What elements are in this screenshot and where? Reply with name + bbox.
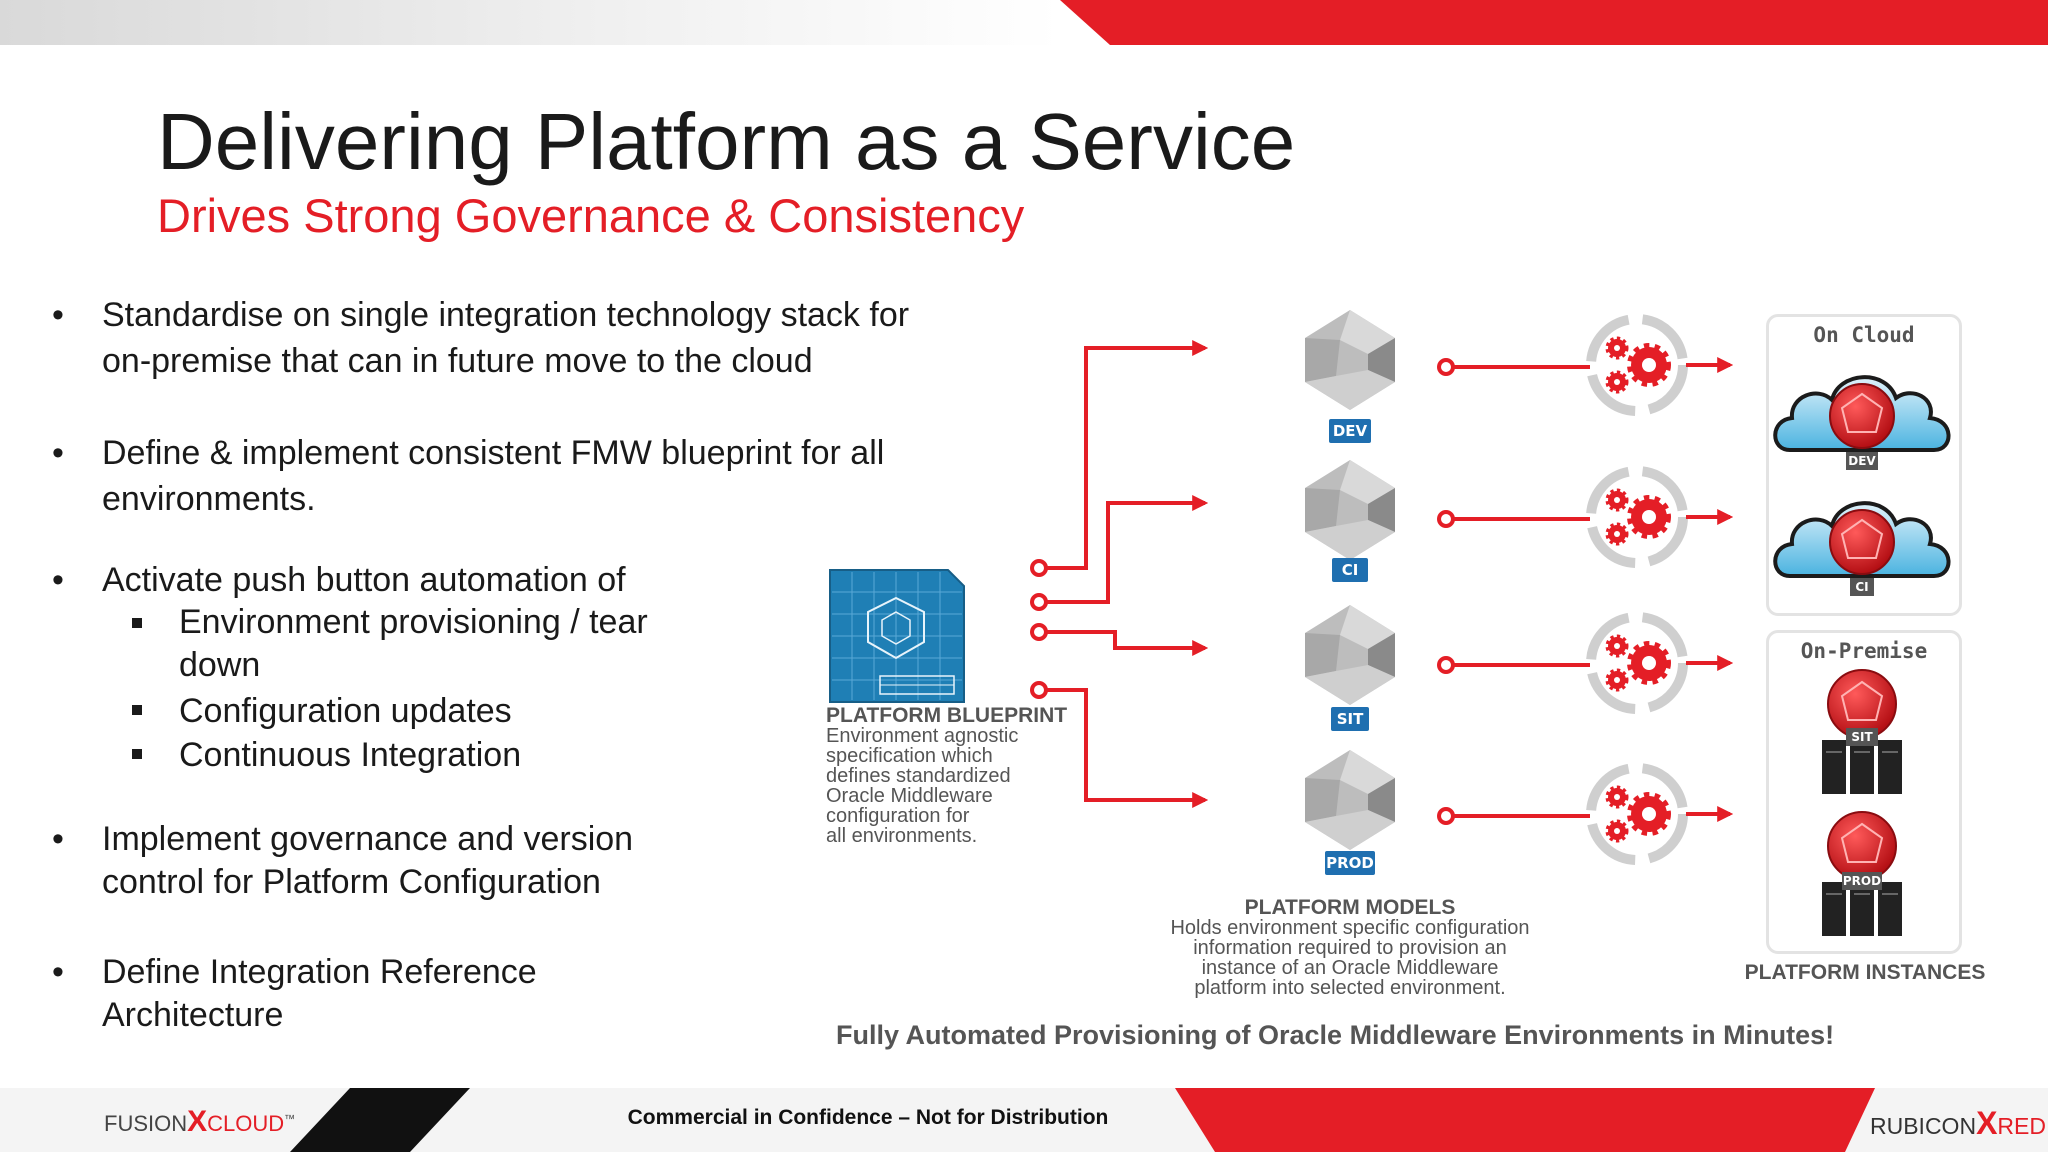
automation-gear-icons — [1586, 314, 1688, 865]
blueprint-caption: PLATFORM BLUEPRINT Environment agnostic … — [826, 704, 1086, 847]
blueprint-line: Oracle Middleware — [826, 785, 993, 807]
blueprint-heading: PLATFORM BLUEPRINT — [826, 704, 1068, 727]
slide-subtitle: Drives Strong Governance & Consistency — [157, 189, 1025, 242]
top-banner — [0, 0, 2048, 45]
top-banner-red — [1060, 0, 2048, 45]
model-to-gear-connectors — [1453, 365, 1590, 818]
sub-bullet-marker — [132, 749, 142, 759]
bullet-marker: • — [52, 820, 64, 858]
blueprint-connectors — [1045, 340, 1209, 808]
rubicon-red-logo: RUBICONXRED — [1870, 1105, 2046, 1142]
sub-bullet-text: Environment provisioning / tear down — [179, 601, 648, 687]
bullet-text: Implement governance and version control… — [102, 818, 633, 904]
bullet-marker: • — [52, 953, 64, 991]
logo-x: X — [187, 1105, 208, 1138]
diagram-tagline: Fully Automated Provisioning of Oracle M… — [836, 1020, 1835, 1050]
bullet-marker: • — [52, 561, 64, 599]
logo-x: X — [1976, 1105, 1998, 1141]
fusion-cloud-logo: FUSIONXCLOUD™ — [104, 1105, 295, 1139]
logo-text: RUBICON — [1870, 1113, 1977, 1139]
bullet-marker: • — [52, 296, 64, 334]
instance-tag-sit: SIT — [1846, 728, 1878, 746]
slide-title: Delivering Platform as a Service — [157, 97, 1296, 186]
blueprint-line: configuration for — [826, 805, 970, 827]
models-line: instance of an Oracle Middleware — [1201, 957, 1499, 979]
logo-trademark: ™ — [284, 1113, 296, 1126]
bullet-line: Architecture — [102, 996, 284, 1034]
top-banner-grey — [0, 0, 1060, 45]
blueprint-line: Environment agnostic — [826, 725, 1019, 747]
footer-red-stripe — [1175, 1088, 1875, 1152]
model-tag-dev: DEV — [1329, 419, 1371, 443]
bullet-line: Define Integration Reference — [102, 953, 537, 991]
model-tag-prod: PROD — [1325, 851, 1375, 875]
bullet-line: Standardise on single integration techno… — [102, 296, 910, 334]
instance-tag-dev: DEV — [1846, 452, 1878, 470]
models-line: information required to provision an — [1193, 937, 1507, 959]
blueprint-line: specification which — [826, 745, 993, 767]
models-heading: PLATFORM MODELS — [1244, 896, 1456, 919]
gear-to-instance-arrows — [1686, 357, 1734, 822]
logo-text: CLOUD — [207, 1111, 285, 1136]
on-premise-title: On-Premise — [1800, 639, 1928, 663]
bullet-text: Activate push button automation of — [102, 561, 626, 599]
bullet-line: down — [179, 646, 261, 684]
bullet-text: Define & implement consistent FMW bluepr… — [102, 430, 884, 522]
bullet-line: control for Platform Configuration — [102, 863, 601, 901]
sub-bullet-text: Continuous Integration — [179, 736, 522, 774]
instance-tag-ci: CI — [1850, 578, 1874, 596]
bullet-line: environments. — [102, 480, 316, 518]
model-tag-sit: SIT — [1331, 707, 1369, 731]
bullet-line: on-premise that can in future move to th… — [102, 342, 813, 380]
sub-bullet-marker — [132, 618, 142, 628]
bullet-line: Define & implement consistent FMW bluepr… — [102, 434, 885, 472]
blueprint-line: all environments. — [826, 825, 978, 847]
models-caption: PLATFORM MODELS Holds environment specif… — [1120, 896, 1580, 999]
logo-text: RED — [1997, 1113, 2046, 1139]
models-line: Holds environment specific configuration — [1170, 917, 1530, 939]
model-gem-icons — [1305, 310, 1395, 850]
instance-tag-prod: PROD — [1842, 872, 1882, 890]
cloud-instance-icons — [1773, 375, 1951, 578]
confidentiality-notice: Commercial in Confidence – Not for Distr… — [627, 1106, 1109, 1129]
logo-text: FUSION — [104, 1111, 188, 1136]
on-cloud-title: On Cloud — [1813, 323, 1915, 347]
blueprint-document-icon — [829, 569, 965, 703]
sub-bullet-text: Configuration updates — [179, 692, 512, 730]
instances-caption: PLATFORM INSTANCES — [1744, 961, 1986, 984]
bullet-text: Standardise on single integration techno… — [102, 292, 909, 384]
bullet-text: Define Integration Reference Architectur… — [102, 951, 537, 1037]
blueprint-line: defines standardized — [826, 765, 1011, 787]
model-tag-ci: CI — [1332, 558, 1368, 582]
models-line: platform into selected environment. — [1194, 977, 1506, 999]
bullet-marker: • — [52, 434, 64, 472]
sub-bullet-marker — [132, 705, 142, 715]
bullet-line: Environment provisioning / tear — [179, 603, 648, 641]
server-instance-icons — [1822, 669, 1902, 936]
bullet-line: Implement governance and version — [102, 820, 634, 858]
